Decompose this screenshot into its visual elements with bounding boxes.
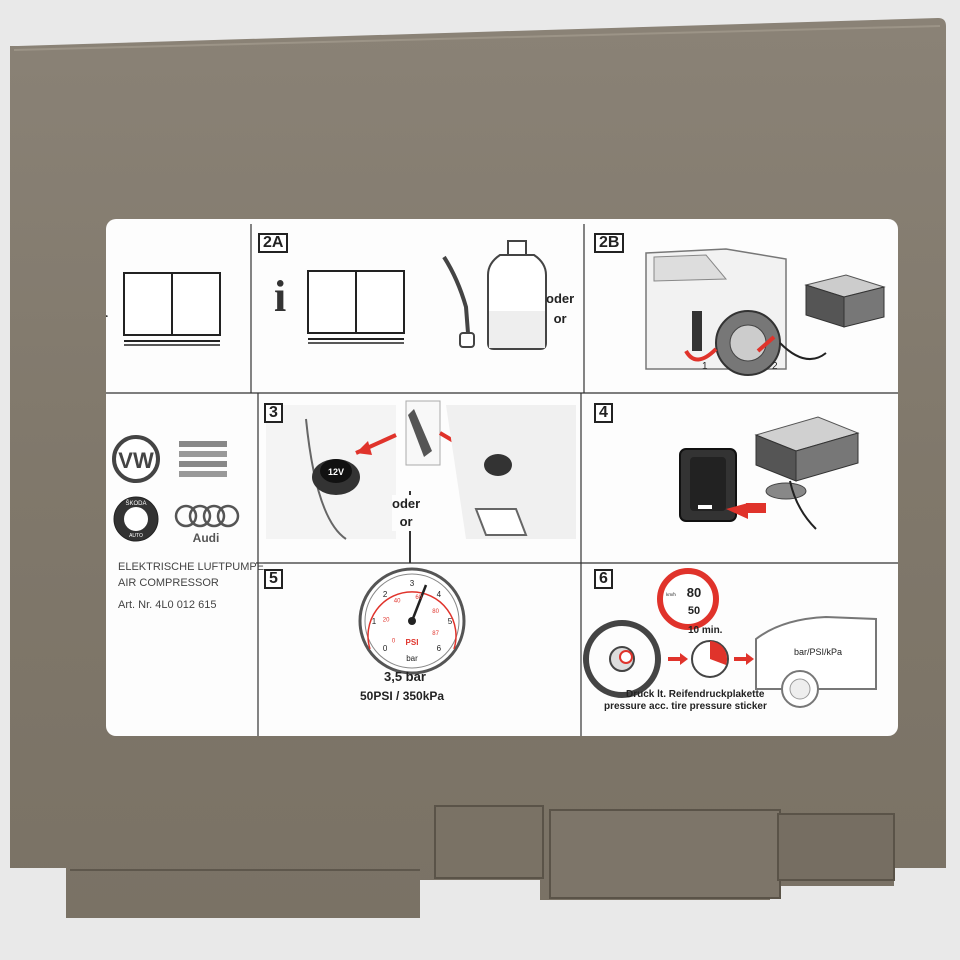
svg-text:VW: VW — [118, 448, 154, 473]
skoda-logo-subtext: AUTO — [129, 533, 143, 539]
gauge-bar-tick: 6 — [437, 644, 442, 653]
socket-drawing: 12V — [266, 405, 397, 540]
oder-or-connector-top: oder or — [546, 291, 575, 326]
step-5-number: 5 — [264, 569, 283, 589]
step-2a-number: 2A — [258, 233, 289, 253]
speed-alt-value: 50 — [688, 605, 700, 617]
gauge-psi-tick: 40 — [394, 599, 401, 605]
red-arrow-switch — [726, 503, 748, 519]
pressure-main-label: 3,5 bar — [384, 669, 426, 684]
pressure-alt-label: 50PSI / 350kPa — [360, 689, 445, 703]
steering-wheel-icon — [583, 620, 688, 698]
step-2b-number: 2B — [594, 233, 625, 253]
gauge-psi-tick: 87 — [432, 631, 439, 637]
svg-text:i: i — [106, 278, 108, 327]
gauge-bar-tick: 2 — [383, 590, 388, 599]
product-line1: ELEKTRISCHE LUFTPUMPE — [118, 561, 265, 573]
vw-logo: VW — [112, 435, 160, 483]
case-tab-left — [434, 805, 544, 879]
part-number: Art. Nr. 4L0 012 615 — [118, 599, 217, 611]
step-4-number: 4 — [594, 403, 613, 423]
power-switch-icon — [679, 448, 766, 522]
pressure-gauge: bar PSI — [358, 567, 466, 675]
car-rear-icon — [755, 615, 877, 708]
wheel-step-1-label: 1 — [702, 361, 708, 372]
speed-max-value: 80 — [687, 585, 701, 600]
gauge-psi-tick: 80 — [432, 609, 439, 615]
label-drawings: i i 1 — [106, 224, 898, 736]
socket-12v-label: 12V — [328, 467, 344, 477]
case-tab-center — [549, 809, 781, 899]
gauge-bar-tick: 4 — [437, 590, 442, 599]
case-tab-right — [777, 813, 895, 881]
instruction-label: i i 1 — [106, 219, 898, 736]
plug-drawing — [405, 400, 576, 539]
gauge-psi-tick: 60 — [415, 595, 422, 601]
gauge-bar-tick: 0 — [383, 644, 388, 653]
car-wheel-drawing: 1 2 — [645, 248, 827, 376]
audi-logo: Audi — [174, 504, 240, 545]
oder-or-connector-mid: oder or — [392, 495, 421, 531]
manual-book-icon-2a: i — [274, 270, 405, 344]
gauge-unit-psi: PSI — [406, 638, 419, 647]
audi-logo-text: Audi — [193, 531, 220, 545]
red-arrow-icon — [684, 347, 718, 362]
units-label: bar/PSI/kPa — [794, 647, 843, 657]
manual-book-icon: i — [106, 272, 221, 346]
product-line2: AIR COMPRESSOR — [118, 577, 219, 589]
seat-logo — [179, 441, 227, 477]
timer-icon — [691, 640, 754, 678]
gauge-unit-bar: bar — [406, 654, 418, 663]
sealant-bottle-icon — [442, 240, 547, 350]
gauge-bar-tick: 3 — [410, 579, 415, 588]
caption-de: Druck lt. Reifendruckplakette — [626, 689, 765, 700]
step-3-number: 3 — [264, 403, 283, 423]
svg-text:i: i — [274, 272, 286, 321]
wheel-step-2-label: 2 — [772, 361, 778, 372]
gauge-bar-tick: 1 — [372, 617, 377, 626]
gauge-needle — [410, 584, 428, 622]
speed-limit-sign: 80 50 km/h — [657, 568, 719, 630]
gauge-psi-tick: 0 — [392, 638, 396, 644]
skoda-logo: ŠKODA AUTO — [113, 496, 159, 542]
step-6-number: 6 — [594, 569, 613, 589]
caption-en: pressure acc. tire pressure sticker — [604, 701, 767, 712]
speed-unit: km/h — [666, 592, 676, 597]
timer-label: 10 min. — [688, 625, 723, 636]
gauge-psi-tick: 20 — [383, 618, 390, 624]
skoda-logo-text: ŠKODA — [125, 500, 146, 507]
compressor-icon-4 — [754, 416, 860, 530]
compressor-icon-2b — [804, 274, 886, 328]
gauge-bar-tick: 5 — [448, 617, 453, 626]
